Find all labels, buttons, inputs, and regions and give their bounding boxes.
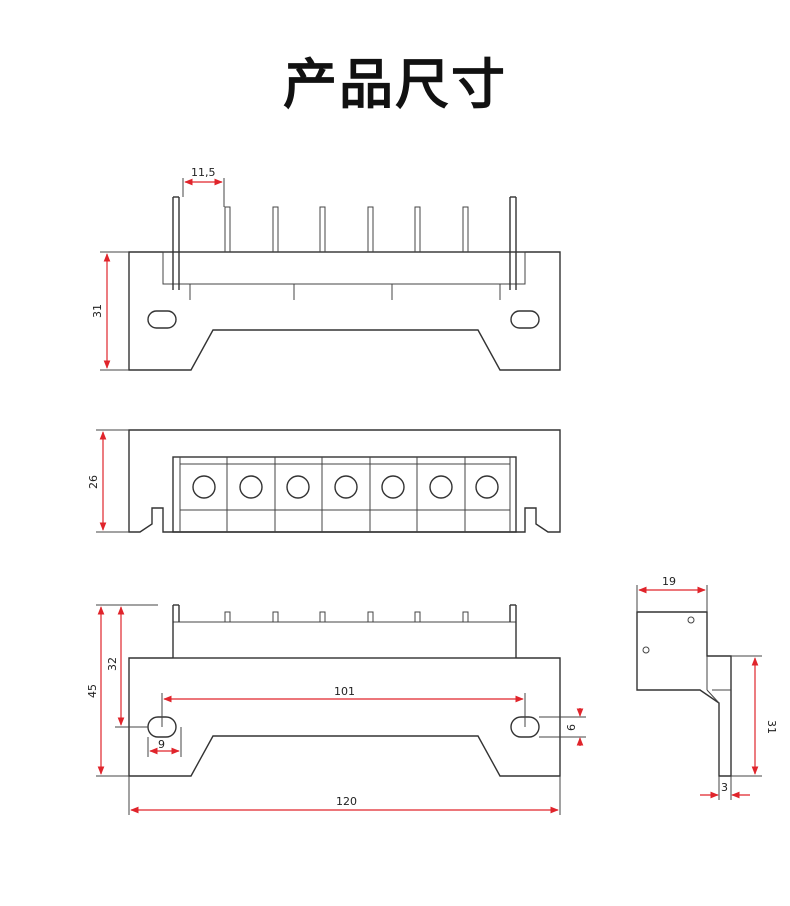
dim-total-length: 120 xyxy=(336,795,357,808)
dim-side-thickness: 3 xyxy=(721,781,728,794)
dim-side-height: 31 xyxy=(765,720,778,734)
top-view-pins xyxy=(189,206,501,300)
terminal-screws xyxy=(192,475,499,499)
dim-hole-edge: 9 xyxy=(158,738,165,751)
side-view: 19 31 3 xyxy=(636,575,778,800)
mounting-slot-right xyxy=(510,310,540,329)
elevation-body xyxy=(128,657,561,777)
dim-pitch: 11,5 xyxy=(191,166,216,179)
elevation-view: 101 45 32 9 6 120 xyxy=(86,604,586,815)
mounting-slot-left xyxy=(147,310,177,329)
front-view: 26 xyxy=(87,429,561,533)
page-title: 产品尺寸 xyxy=(283,53,507,116)
dim-top-height: 31 xyxy=(91,304,104,318)
dim-side-width: 19 xyxy=(662,575,676,588)
dim-hole-height: 6 xyxy=(565,724,578,731)
front-view-body xyxy=(128,429,561,533)
terminal-cells xyxy=(179,457,511,532)
dim-front-height: 26 xyxy=(87,475,100,489)
elevation-pins xyxy=(224,611,469,623)
dim-total-height: 45 xyxy=(86,684,99,698)
dim-body-height: 32 xyxy=(106,657,119,671)
dim-hole-spacing: 101 xyxy=(334,685,355,698)
side-view-body xyxy=(636,611,732,777)
top-view-body xyxy=(128,251,561,371)
top-view: 11,5 31 xyxy=(91,166,561,371)
